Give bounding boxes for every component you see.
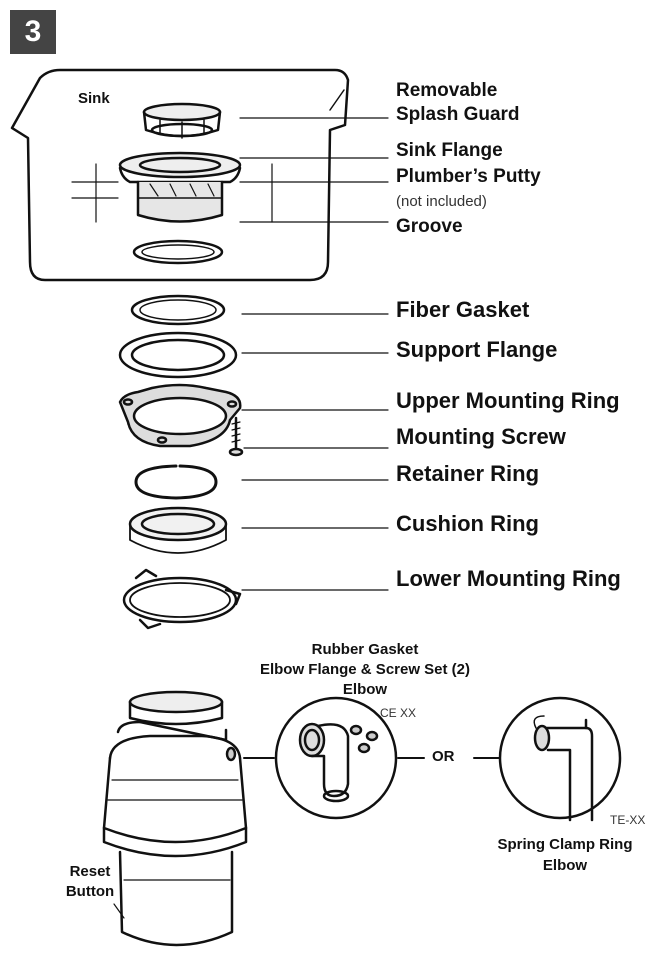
label-sink: Sink	[78, 90, 110, 107]
splash-guard	[142, 102, 222, 139]
label-elbow: Elbow	[342, 681, 388, 698]
te-elbow-circle	[498, 696, 622, 820]
cushion-ring-part	[128, 506, 228, 554]
label-splash-guard: Splash Guard	[396, 104, 520, 125]
label-lower-mounting-ring: Lower Mounting Ring	[396, 566, 621, 591]
label-groove: Groove	[396, 216, 463, 237]
label-te-code: TE-XX	[610, 813, 646, 827]
label-elbow-flange-screw-set: Elbow Flange & Screw Set (2)	[259, 661, 471, 678]
label-rubber-gasket: Rubber Gasket	[311, 641, 419, 658]
label-removable: Removable	[396, 80, 498, 101]
retainer-ring-part	[134, 464, 218, 500]
disposer-unit	[102, 690, 248, 947]
label-support-flange: Support Flange	[396, 337, 558, 362]
sink-basin	[10, 68, 350, 282]
label-fiber-gasket: Fiber Gasket	[396, 297, 530, 322]
step-number-badge: 3	[10, 10, 56, 54]
label-plumbers-putty: Plumber’s Putty	[396, 166, 541, 187]
label-reset: Reset	[69, 863, 111, 880]
label-button: Button	[65, 883, 115, 900]
label-spring-elbow: Elbow	[542, 857, 588, 874]
label-cushion-ring: Cushion Ring	[396, 511, 539, 536]
sink-rim-shadow	[329, 89, 345, 111]
label-not-included: (not included)	[396, 193, 487, 210]
fiber-gasket-part	[130, 294, 226, 326]
ce-elbow-part	[298, 722, 379, 803]
label-upper-mounting-ring: Upper Mounting Ring	[396, 388, 620, 413]
support-flange-part	[118, 331, 238, 379]
mounting-screw-part	[228, 416, 244, 457]
lower-mounting-ring-part	[122, 568, 242, 630]
label-retainer-ring: Retainer Ring	[396, 461, 540, 486]
leader-reset-button	[113, 903, 125, 919]
label-or: OR	[432, 748, 455, 765]
te-elbow-part	[533, 715, 594, 822]
label-spring-clamp-ring: Spring Clamp Ring	[497, 836, 633, 853]
label-mounting-screw: Mounting Screw	[396, 424, 566, 449]
label-ce-code: CE XX	[380, 706, 417, 720]
label-sink-flange: Sink Flange	[396, 140, 503, 161]
sink-flange	[71, 151, 273, 223]
ce-elbow-circle	[274, 696, 398, 820]
upper-mounting-ring-part	[118, 383, 242, 448]
groove-ring	[132, 239, 224, 265]
